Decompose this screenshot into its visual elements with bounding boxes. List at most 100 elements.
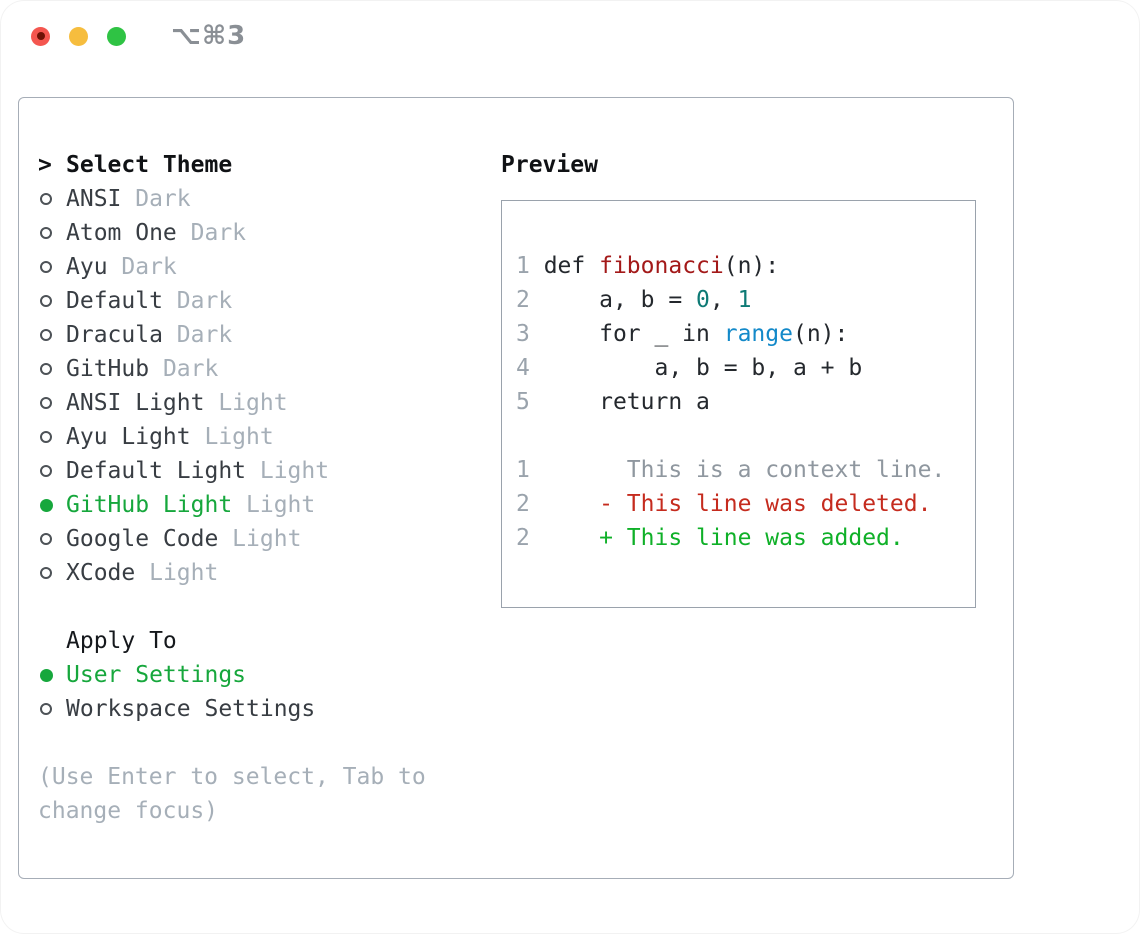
theme-variant-label: Light xyxy=(135,560,219,586)
preview-header: Preview xyxy=(501,152,598,178)
radio-icon xyxy=(38,284,66,318)
select-theme-header-row: > Select Theme xyxy=(38,148,501,182)
code-token-added: + This line was added. xyxy=(599,525,904,551)
line-number: 3 xyxy=(516,321,530,347)
theme-option[interactable]: Google Code Light xyxy=(38,522,501,556)
radio-icon xyxy=(38,250,66,284)
theme-option-label: Default xyxy=(66,288,163,314)
theme-option-label: ANSI xyxy=(66,186,122,212)
theme-option[interactable]: Atom One Dark xyxy=(38,216,501,250)
code-token-code xyxy=(530,491,599,517)
radio-icon xyxy=(38,318,66,352)
preview-line: 3 for _ in range(n): xyxy=(516,317,975,351)
theme-option-label: Dracula xyxy=(66,322,163,348)
theme-option[interactable]: Dracula Dark xyxy=(38,318,501,352)
window-title: ⌥⌘3 xyxy=(171,21,247,51)
radio-selected-icon xyxy=(38,488,66,522)
code-token-num: 1 xyxy=(737,287,752,313)
line-number: 1 xyxy=(516,253,530,279)
theme-option-label: ANSI Light xyxy=(66,390,205,416)
preview-line xyxy=(516,419,975,453)
radio-icon xyxy=(38,420,66,454)
spacer xyxy=(38,726,501,760)
code-token-func: fibonacci xyxy=(599,253,724,279)
theme-option-label: GitHub Light xyxy=(66,492,233,518)
preview-line: 2 a, b = 0, 1 xyxy=(516,283,975,317)
code-token-code: (n): xyxy=(723,253,780,279)
theme-variant-label: Dark xyxy=(176,220,247,246)
theme-option-label: Google Code xyxy=(66,526,219,552)
theme-variant-label: Dark xyxy=(162,288,233,314)
theme-option[interactable]: Default Light Light xyxy=(38,454,501,488)
code-token-code: a, b = b, a + b xyxy=(529,355,863,381)
radio-icon xyxy=(38,352,66,386)
theme-option-label: Default Light xyxy=(66,458,247,484)
line-number: 1 xyxy=(516,457,530,483)
radio-icon xyxy=(38,692,66,726)
code-token-code xyxy=(530,525,599,551)
theme-option[interactable]: Ayu Light Light xyxy=(38,420,501,454)
theme-variant-label: Dark xyxy=(162,322,233,348)
line-number: 5 xyxy=(516,389,530,415)
code-token-code: (n): xyxy=(792,321,849,347)
preview-line: 4 a, b = b, a + b xyxy=(516,351,975,385)
code-token-num: 0 xyxy=(696,287,710,313)
preview-line: 2 + This line was added. xyxy=(516,521,975,555)
apply-to-option-label: User Settings xyxy=(66,662,247,688)
apply-to-option[interactable]: User Settings xyxy=(38,658,501,692)
zoom-button[interactable] xyxy=(107,26,126,46)
radio-icon xyxy=(38,386,66,420)
theme-option-label: Ayu Light xyxy=(66,424,191,450)
theme-variant-label: Light xyxy=(246,458,330,484)
code-token-code: for _ in xyxy=(529,321,724,347)
close-modified-dot-icon xyxy=(36,32,45,40)
select-theme-header: Select Theme xyxy=(66,152,233,178)
theme-variant-label: Dark xyxy=(149,356,219,382)
minimize-button[interactable] xyxy=(69,26,88,46)
theme-variant-label: Light xyxy=(190,424,274,450)
code-token-code: , xyxy=(709,287,738,313)
preview-column: Preview 1 def fibonacci(n):2 a, b = 0, 1… xyxy=(501,98,1013,878)
apply-to-header: Apply To xyxy=(66,628,177,654)
radio-icon xyxy=(38,454,66,488)
close-button[interactable] xyxy=(31,26,50,46)
theme-option[interactable]: XCode Light xyxy=(38,556,501,590)
theme-variant-label: Dark xyxy=(107,254,177,280)
theme-variant-label: Light xyxy=(218,526,302,552)
theme-option[interactable]: ANSI Light Light xyxy=(38,386,501,420)
prompt-caret-icon: > xyxy=(38,152,52,178)
theme-variant-label: Light xyxy=(204,390,288,416)
line-number: 2 xyxy=(516,491,530,517)
line-number: 4 xyxy=(516,355,530,381)
theme-option[interactable]: Ayu Dark xyxy=(38,250,501,284)
code-token-code: a, b = xyxy=(529,287,697,313)
titlebar: ⌥⌘3 xyxy=(0,0,1140,72)
code-token-code: def xyxy=(529,253,600,279)
theme-option[interactable]: Default Dark xyxy=(38,284,501,318)
line-number: 2 xyxy=(516,525,530,551)
preview-line: 1 def fibonacci(n): xyxy=(516,249,975,283)
theme-option[interactable]: GitHub Light Light xyxy=(38,488,501,522)
theme-option[interactable]: ANSI Dark xyxy=(38,182,501,216)
theme-variant-label: Light xyxy=(232,492,316,518)
keyboard-hint-text: (Use Enter to select, Tab to change focu… xyxy=(38,764,426,824)
preview-line: 1 This is a context line. xyxy=(516,453,975,487)
radio-icon xyxy=(38,216,66,250)
apply-to-option-label: Workspace Settings xyxy=(66,696,316,722)
preview-line: 5 return a xyxy=(516,385,975,419)
code-token-code: return a xyxy=(529,389,710,415)
theme-option[interactable]: GitHub Dark xyxy=(38,352,501,386)
theme-option-label: Ayu xyxy=(66,254,108,280)
radio-selected-icon xyxy=(38,658,66,692)
code-token-builtin: range xyxy=(723,321,793,347)
apply-to-option[interactable]: Workspace Settings xyxy=(38,692,501,726)
preview-line: 2 - This line was deleted. xyxy=(516,487,975,521)
code-token-deleted: - This line was deleted. xyxy=(599,491,932,517)
radio-icon xyxy=(38,182,66,216)
radio-icon xyxy=(38,522,66,556)
